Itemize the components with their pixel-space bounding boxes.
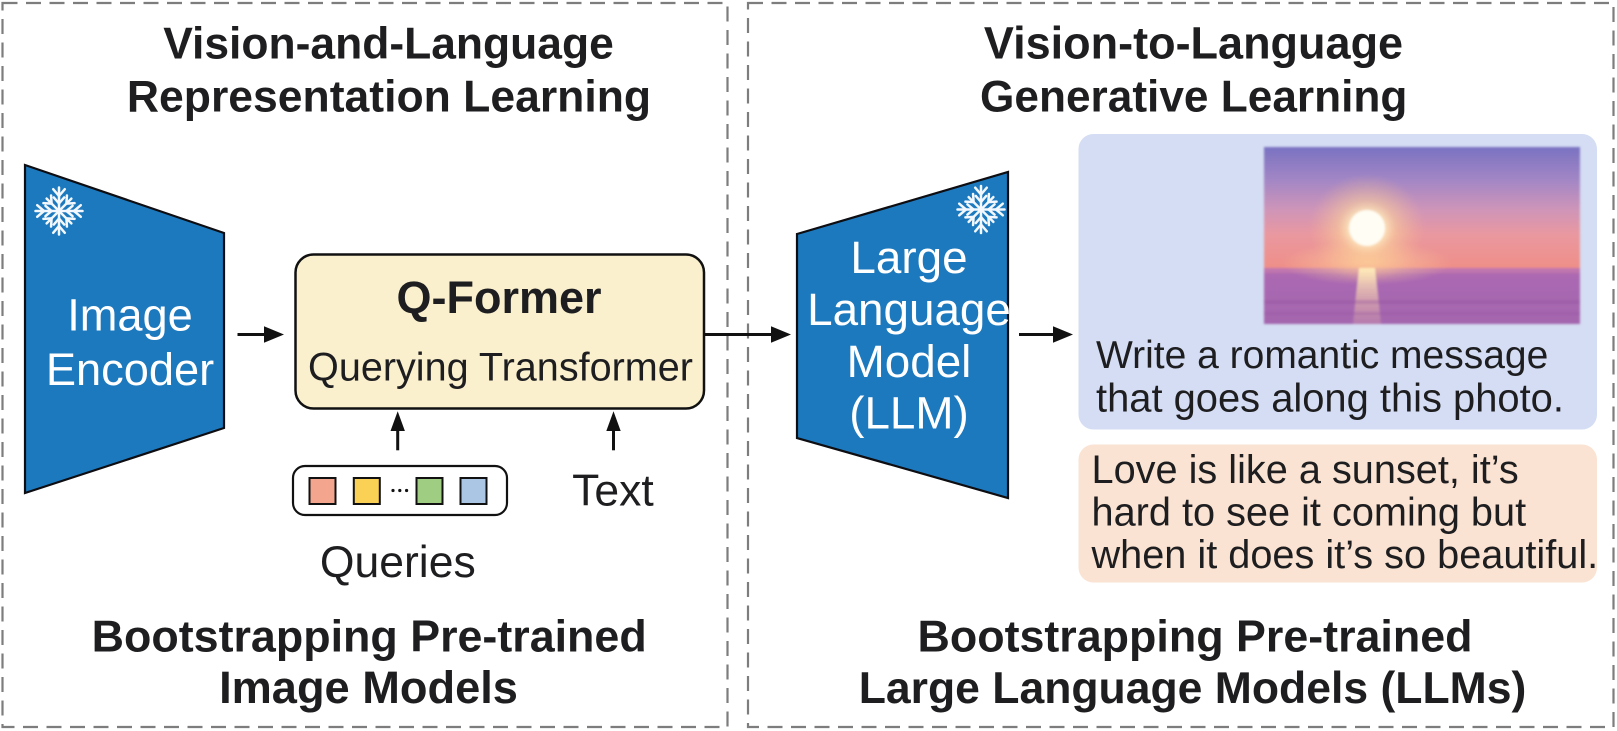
svg-text:Representation Learning: Representation Learning: [127, 73, 651, 122]
svg-text:Love is like a sunset, it’s: Love is like a sunset, it’s: [1092, 448, 1519, 492]
svg-text:Queries: Queries: [320, 538, 476, 587]
svg-text:(LLM): (LLM): [849, 388, 969, 439]
svg-text:that goes along this photo.: that goes along this photo.: [1096, 377, 1564, 421]
svg-text:Image Models: Image Models: [219, 662, 518, 713]
svg-text:Q-Former: Q-Former: [396, 272, 601, 323]
svg-text:Generative Learning: Generative Learning: [980, 73, 1407, 122]
svg-text:Vision-and-Language: Vision-and-Language: [163, 19, 614, 68]
svg-text:Model: Model: [847, 336, 972, 387]
svg-text:Bootstrapping Pre-trained: Bootstrapping Pre-trained: [92, 611, 647, 661]
svg-text:hard to see it coming but: hard to see it coming but: [1092, 490, 1527, 534]
svg-text:Large: Large: [850, 232, 967, 283]
svg-text:when it does it’s so beautiful: when it does it’s so beautiful.: [1091, 533, 1599, 577]
svg-text:Image: Image: [67, 290, 193, 341]
svg-text:Write a romantic message: Write a romantic message: [1096, 334, 1548, 377]
svg-text:Vision-to-Language: Vision-to-Language: [984, 17, 1403, 68]
svg-text:Language: Language: [807, 284, 1011, 335]
svg-text:Large Language Models (LLMs): Large Language Models (LLMs): [859, 664, 1527, 713]
svg-text:Text: Text: [572, 466, 654, 515]
svg-text:Bootstrapping Pre-trained: Bootstrapping Pre-trained: [917, 611, 1472, 661]
svg-text:Encoder: Encoder: [46, 344, 214, 395]
svg-text:Querying Transformer: Querying Transformer: [308, 345, 693, 389]
